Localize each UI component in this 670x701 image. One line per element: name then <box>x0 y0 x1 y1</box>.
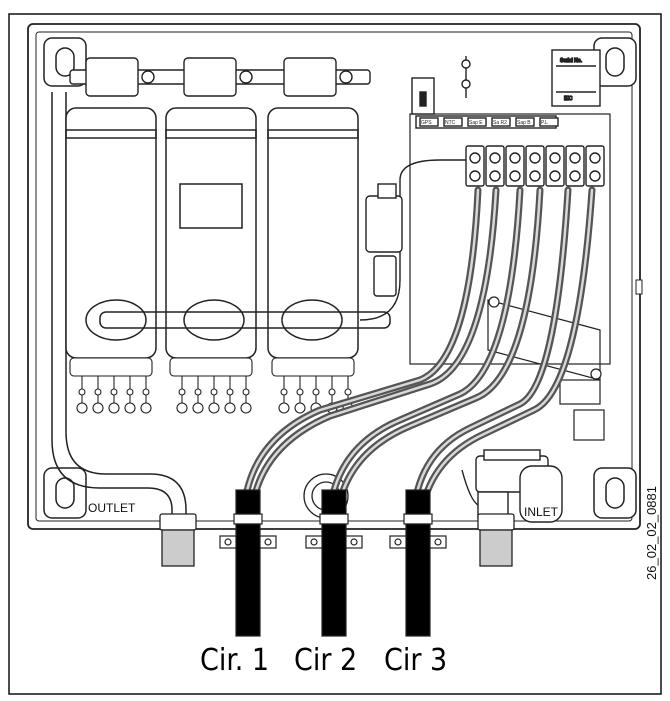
terminal-nut <box>94 388 102 396</box>
terminal-label: NTC <box>445 120 456 126</box>
terminal-block-screw <box>489 170 501 182</box>
terminal-screw <box>240 402 252 414</box>
cable-sheath <box>405 523 431 637</box>
svg-text:Serial No.: Serial No. <box>560 58 582 64</box>
terminal-block-screw <box>469 170 481 182</box>
top-manifold <box>69 57 371 97</box>
gland-sleeve <box>405 489 431 515</box>
terminal-block-screw <box>589 152 601 164</box>
terminal-screw <box>294 402 306 414</box>
terminal-nut <box>194 388 202 396</box>
terminal-screw <box>224 402 236 414</box>
cable-sheath <box>321 523 347 637</box>
terminal-label-box <box>515 117 535 127</box>
terminal-label: P.L <box>541 120 548 126</box>
terminal-label-box <box>467 117 487 127</box>
terminal-nut <box>178 388 186 396</box>
terminal-label-box <box>419 117 439 127</box>
terminal-label-box <box>443 117 463 127</box>
terminal-nut <box>344 388 352 396</box>
terminal-screw <box>92 402 104 414</box>
cables <box>240 186 596 514</box>
terminal-label: Sa R2 <box>493 120 507 126</box>
gland-sleeve <box>235 489 261 515</box>
terminal-block-screw <box>529 170 541 182</box>
terminal-screw <box>176 402 188 414</box>
terminal-nut <box>142 388 150 396</box>
terminal-nut <box>210 388 218 396</box>
clamp-screw <box>224 538 232 546</box>
terminal-screw <box>192 402 204 414</box>
terminal-label-box <box>539 117 559 127</box>
outlet-label: OUTLET <box>88 501 136 515</box>
bracket <box>487 296 605 441</box>
gland-nut <box>403 513 433 525</box>
terminal-nut <box>328 388 336 396</box>
inlet-label: INLET <box>524 505 559 519</box>
terminal-nut <box>110 388 118 396</box>
clamp-screw <box>434 538 442 546</box>
gland-nut <box>233 513 263 525</box>
gland-nut <box>319 513 349 525</box>
circuit-label-1: Cir. 1 <box>200 643 269 678</box>
terminal-nut <box>126 388 134 396</box>
document-id: 26_02_02_0881 <box>644 486 659 580</box>
terminal-label: Sap E <box>469 120 483 126</box>
terminal-block-screw <box>489 152 501 164</box>
terminal-screw <box>208 402 220 414</box>
ground-screw <box>635 279 643 295</box>
terminal-screw <box>108 402 120 414</box>
terminal-screw <box>140 402 152 414</box>
terminal-screw <box>76 402 88 414</box>
terminal-screw <box>278 402 290 414</box>
terminal-block-screw <box>549 152 561 164</box>
terminal-label: GPS <box>421 120 432 126</box>
terminal-block-screw <box>589 170 601 182</box>
cable-sheath <box>235 523 261 637</box>
terminal-label-box <box>491 117 511 127</box>
terminal-label: Sap B <box>517 120 531 126</box>
terminal-block-screw <box>469 152 481 164</box>
clamp-screw <box>394 538 402 546</box>
element-terminals <box>69 357 355 414</box>
terminal-block-screw <box>509 170 521 182</box>
terminal-nut <box>296 388 304 396</box>
terminal-nut <box>78 388 86 396</box>
bottom-fittings <box>159 473 515 567</box>
terminal-screw <box>124 402 136 414</box>
gland-sleeve <box>321 489 347 515</box>
terminal-block-screw <box>509 152 521 164</box>
terminal-nut <box>312 388 320 396</box>
heater-cylinders <box>65 107 391 359</box>
cable-glands: SDPSDPSDP <box>219 489 447 637</box>
clamp-screw <box>264 538 272 546</box>
figure-border <box>8 13 662 695</box>
circuit-label-2: Cir 2 <box>294 643 357 678</box>
terminal-block-screw <box>569 152 581 164</box>
flow-sensor <box>359 159 470 321</box>
control-board: Serial No. IEC GPS NTC Sap E Sa R2 Sap B P.L <box>409 49 611 365</box>
circuit-label-3: Cir 3 <box>384 643 447 678</box>
terminal-nut <box>226 388 234 396</box>
outlet-pipe <box>51 92 187 520</box>
terminal-nut <box>242 388 250 396</box>
terminal-block-screw <box>549 170 561 182</box>
clamp-screw <box>350 538 358 546</box>
clamp-screw <box>310 538 318 546</box>
terminal-block-screw <box>569 170 581 182</box>
terminal-nut <box>280 388 288 396</box>
terminal-block-screw <box>529 152 541 164</box>
svg-text:IEC: IEC <box>564 96 573 102</box>
